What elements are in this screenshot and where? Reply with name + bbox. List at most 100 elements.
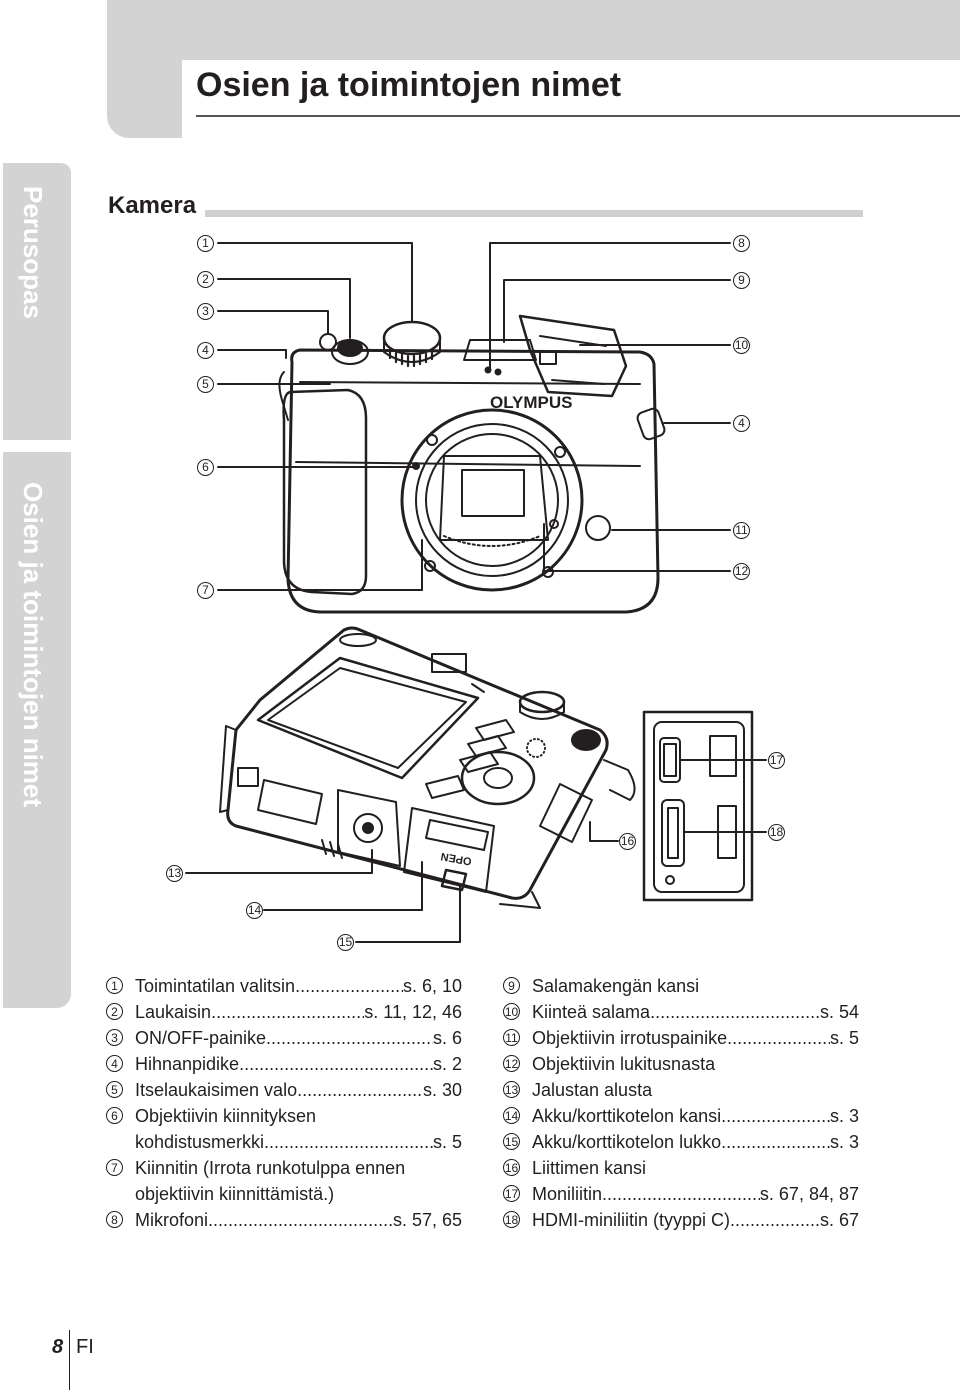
flash-latch	[539, 351, 557, 365]
page-reference[interactable]: s. 3	[829, 1132, 859, 1152]
page-reference[interactable]: s. 11, 12, 46	[364, 1002, 462, 1022]
dot-leader	[264, 1129, 433, 1155]
callout-7: 7	[197, 581, 214, 599]
list-item: 4 Hihnanpidike s. 2	[106, 1051, 462, 1077]
page-reference[interactable]: s. 54	[819, 1002, 859, 1022]
list-item: 5 Itselaukaisimen valos. 30	[106, 1077, 462, 1103]
tripod-socket-ring	[353, 813, 383, 843]
dot-leader	[266, 1025, 433, 1051]
list-item: 10 Kiinteä salamas. 54	[503, 999, 859, 1025]
dot-leader	[297, 1077, 423, 1103]
leader-7	[217, 539, 423, 591]
connector-inset	[642, 710, 754, 902]
list-item-number: 10	[503, 1003, 520, 1020]
page-reference[interactable]: s. 67, 84, 87	[759, 1184, 859, 1204]
callout-11: 11	[733, 521, 750, 539]
list-item-number: 15	[503, 1133, 520, 1150]
list-item-label: Liittimen kansi	[532, 1158, 647, 1178]
shutter-button-inner	[337, 339, 363, 357]
list-item-label: Hihnanpidike	[135, 1054, 240, 1074]
page-reference[interactable]: s. 5	[829, 1028, 859, 1048]
inset-panel	[653, 721, 745, 893]
header-band	[107, 0, 960, 60]
leader-8	[489, 242, 731, 369]
callout-14: 14	[246, 901, 263, 919]
list-item-number: 6	[106, 1107, 123, 1124]
camera-back-side	[219, 725, 237, 813]
camera-brand-logo: OLYMPUS	[490, 393, 573, 412]
list-item-label: Itselaukaisimen valo	[135, 1080, 298, 1100]
leader-12	[543, 523, 731, 572]
callout-9: 9	[733, 271, 750, 289]
back-small-rect	[237, 767, 259, 787]
dot-leader	[295, 973, 403, 999]
side-tab-label-part-names: Osien ja toimintojen nimet	[18, 482, 48, 808]
camera-back-view: OPEN	[219, 626, 636, 909]
leader-4a	[217, 349, 287, 359]
dot-leader	[730, 1207, 820, 1233]
mount-screw-1	[426, 434, 438, 446]
list-item-number: 7	[106, 1159, 123, 1176]
dot-leader	[211, 999, 364, 1025]
callout-15: 15	[337, 933, 354, 951]
callout-5: 5	[197, 375, 214, 393]
page-reference[interactable]: s. 6, 10	[402, 976, 462, 996]
page-reference[interactable]: s. 6	[432, 1028, 462, 1048]
list-item-label: Akku/korttikotelon lukko	[532, 1132, 722, 1152]
page-reference[interactable]: s. 3	[829, 1106, 859, 1126]
back-notch	[471, 683, 485, 693]
list-item-number: 16	[503, 1159, 520, 1176]
footer-divider	[69, 1330, 70, 1390]
list-item-label: Salamakengän kansi	[532, 976, 700, 996]
list-item: 12 Objektiivin lukitusnasta	[503, 1051, 859, 1077]
page-title: Osien ja toimintojen nimet	[196, 66, 622, 104]
leader-14	[263, 861, 423, 911]
dot-leader	[727, 1025, 830, 1051]
list-item-label: ON/OFF-painike	[135, 1028, 267, 1048]
dot-leader	[602, 1181, 760, 1207]
list-item-number: 12	[503, 1055, 520, 1072]
back-label-plate	[257, 779, 323, 825]
list-item-number: 13	[503, 1081, 520, 1098]
title-rule	[196, 115, 960, 117]
page-reference[interactable]: s. 30	[422, 1080, 462, 1100]
list-item-number: 2	[106, 1003, 123, 1020]
callout-17: 17	[768, 751, 785, 769]
multi-connector-inner	[663, 743, 677, 777]
camera-mid-line	[295, 461, 641, 467]
image-sensor	[461, 469, 525, 517]
leader-15	[355, 885, 461, 943]
list-item-label: Jalustan alusta	[532, 1080, 653, 1100]
list-item: 6 Objektiivin kiinnityksen kohdistusmerk…	[106, 1103, 462, 1155]
page-reference[interactable]: s. 2	[432, 1054, 462, 1074]
camera-front-view: OLYMPUS	[278, 314, 666, 614]
callout-10: 10	[733, 336, 750, 354]
dot-leader	[239, 1051, 433, 1077]
page-reference[interactable]: s. 67	[819, 1210, 859, 1230]
hdmi-connector-inner	[667, 807, 679, 859]
callout-2: 2	[197, 270, 214, 288]
connector-cover	[539, 783, 593, 843]
lcd-monitor	[256, 656, 480, 780]
back-dial-side	[519, 701, 565, 720]
page-reference[interactable]: s. 5	[432, 1132, 462, 1152]
list-item-label: Akku/korttikotelon kansi	[532, 1106, 722, 1126]
list-item-label: Moniliitin	[532, 1184, 603, 1204]
page-reference[interactable]: s. 57, 65	[392, 1210, 462, 1230]
callout-1: 1	[197, 234, 214, 252]
list-item: 2 Laukaisin s. 11, 12, 46	[106, 999, 462, 1025]
back-button-2	[467, 735, 507, 757]
side-tab-part-names[interactable]	[3, 452, 71, 1008]
parts-list-right: 9 Salamakengän kansi 10 Kiinteä salamas.…	[503, 973, 859, 1233]
list-item-number: 4	[106, 1055, 123, 1072]
side-tab-label-basic-guide: Perusopas	[18, 186, 48, 319]
hot-shoe-cover	[463, 339, 537, 361]
list-item-label: Laukaisin	[135, 1002, 212, 1022]
microphone-hole-2	[494, 368, 502, 376]
open-label: OPEN	[440, 850, 473, 867]
side-tab-basic-guide[interactable]	[3, 163, 71, 440]
lens-mount-outer	[400, 408, 584, 592]
list-item-number: 9	[503, 977, 520, 994]
list-item: 7 Kiinnitin (Irrota runkotulppa ennen ob…	[106, 1155, 462, 1207]
